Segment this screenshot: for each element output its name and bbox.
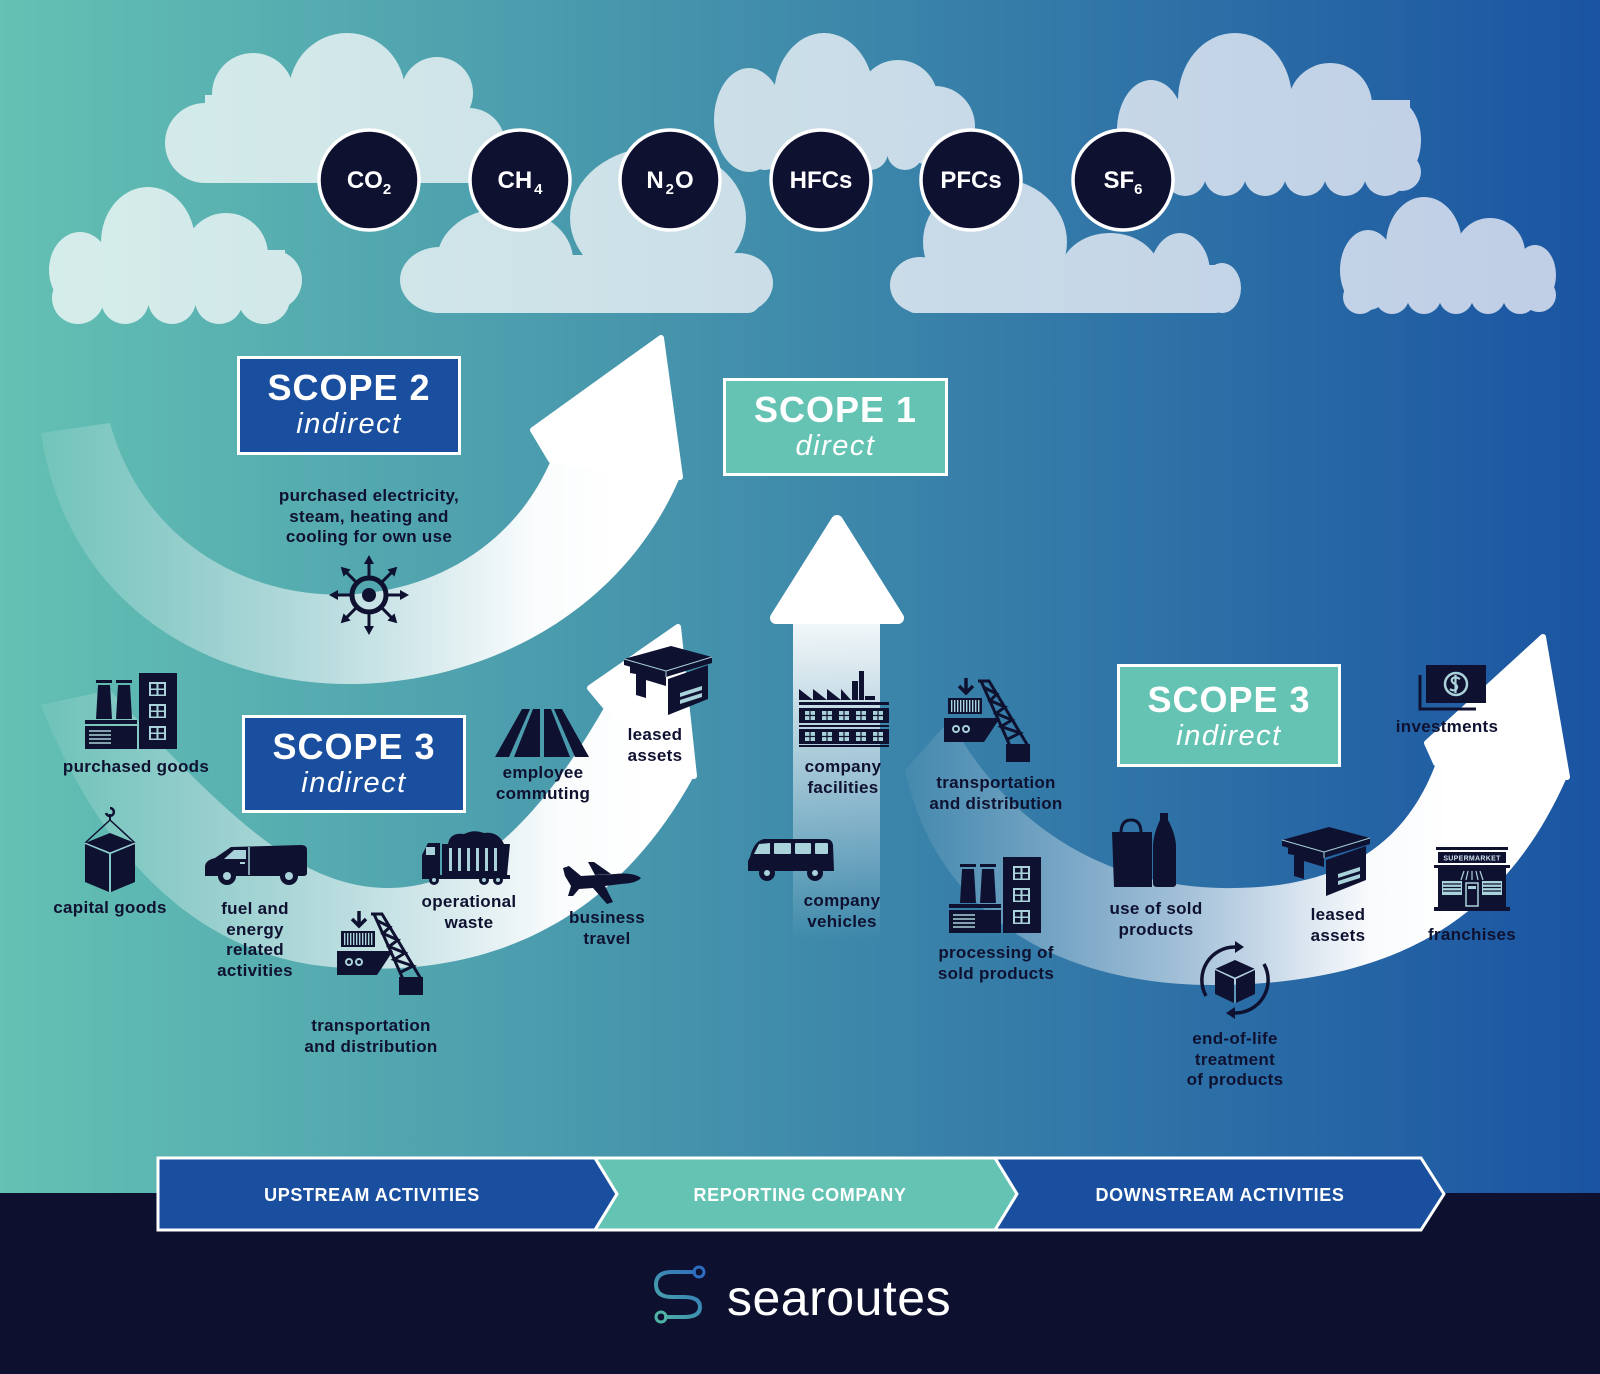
gas-formula: CO2 bbox=[347, 167, 391, 198]
gas-symbol: CO bbox=[347, 167, 383, 194]
label-fuel-energy: fuel and energy related activities bbox=[217, 899, 293, 980]
factory-building-icon bbox=[799, 671, 889, 747]
downstream-segment bbox=[992, 1156, 1446, 1232]
gas-symbol: PFCs bbox=[940, 167, 1001, 194]
searoutes-logo-icon bbox=[653, 1265, 706, 1324]
scope-3-downstream-arrow bbox=[905, 634, 1570, 985]
gas-circle bbox=[769, 128, 873, 232]
gas-subscript: 4 bbox=[534, 181, 543, 198]
banknote-dollar-icon bbox=[1418, 665, 1486, 711]
scope-1-arrow bbox=[770, 515, 904, 942]
label-use-of-sold-products: use of sold products bbox=[1109, 899, 1203, 939]
reporting-label: REPORTING COMPANY bbox=[694, 1185, 907, 1205]
scope-3-upstream-box: SCOPE 3 indirect bbox=[242, 715, 466, 813]
gas-subscript: 6 bbox=[1134, 181, 1142, 198]
gas-formula: PFCs bbox=[940, 167, 1001, 194]
crate-hook-icon bbox=[84, 806, 136, 892]
scope-3-downstream-box: SCOPE 3 indirect bbox=[1117, 664, 1341, 767]
van-icon bbox=[205, 845, 307, 885]
gas-bubble-hfcs: HFCs bbox=[769, 128, 873, 232]
label-upstream-transportation: transportation and distribution bbox=[304, 1016, 438, 1056]
gas-subscript: 2 bbox=[383, 181, 391, 198]
road-icon bbox=[495, 709, 589, 757]
gas-symbol: CH bbox=[497, 167, 532, 194]
gas-subscript: 2 bbox=[666, 181, 674, 198]
minibus-icon bbox=[748, 839, 834, 881]
scope-3-upstream-subtitle: indirect bbox=[301, 767, 407, 799]
label-franchises: franchises bbox=[1427, 925, 1517, 944]
gas-circle bbox=[919, 128, 1023, 232]
value-chain-banner: UPSTREAM ACTIVITIES REPORTING COMPANY DO… bbox=[156, 1156, 1446, 1232]
gas-circle bbox=[317, 128, 421, 232]
cloud bbox=[49, 187, 302, 324]
airplane-icon bbox=[563, 862, 641, 904]
heat-radiating-icon bbox=[329, 555, 409, 635]
brand: searoutes bbox=[653, 1265, 951, 1326]
label-capital-goods: capital goods bbox=[53, 898, 167, 917]
gas-circle bbox=[1071, 128, 1175, 232]
cloud bbox=[1340, 197, 1556, 314]
supermarket-sign-text: SUPERMARKET bbox=[1443, 856, 1501, 863]
gas-bubble-co2: CO2 bbox=[317, 128, 421, 232]
scope-1-box: SCOPE 1 direct bbox=[723, 378, 948, 476]
scope-2-box: SCOPE 2 indirect bbox=[237, 356, 461, 455]
scope-1-title: SCOPE 1 bbox=[753, 389, 918, 430]
label-company-vehicles: company vehicles bbox=[803, 891, 881, 931]
label-downstream-leased-assets: leased assets bbox=[1310, 905, 1366, 945]
supermarket-icon: SUPERMARKET bbox=[1434, 847, 1510, 911]
gas-symbol: SF bbox=[1103, 167, 1134, 194]
gas-formula: SF6 bbox=[1103, 167, 1142, 198]
scope-2-title: SCOPE 2 bbox=[267, 367, 431, 408]
label-downstream-transportation: transportation and distribution bbox=[929, 773, 1063, 813]
label-end-of-life: end-of-life treatment of products bbox=[1186, 1029, 1284, 1089]
bag-bottle-icon bbox=[1112, 813, 1176, 887]
scope-1-subtitle: direct bbox=[795, 430, 876, 462]
gas-symbol: N bbox=[646, 167, 663, 194]
label-operational-waste: operational waste bbox=[421, 892, 517, 932]
label-processing-sold-products: processing of sold products bbox=[937, 943, 1055, 983]
label-company-facilities: company facilities bbox=[804, 757, 882, 797]
label-investments: investments bbox=[1395, 717, 1499, 736]
recycle-cube-icon bbox=[1200, 941, 1270, 1019]
gas-symbol-tail: O bbox=[675, 167, 694, 194]
gas-circle bbox=[468, 128, 572, 232]
scope-3-downstream-subtitle: indirect bbox=[1176, 720, 1282, 752]
gas-circle bbox=[618, 128, 722, 232]
scope-2-subtitle: indirect bbox=[296, 408, 402, 440]
scope-2-description: purchased electricity, steam, heating an… bbox=[278, 486, 460, 546]
scope-2-arrow bbox=[41, 335, 683, 685]
gas-bubble-sf6: SF6 bbox=[1071, 128, 1175, 232]
downstream-label: DOWNSTREAM ACTIVITIES bbox=[1096, 1185, 1345, 1205]
upstream-label: UPSTREAM ACTIVITIES bbox=[264, 1185, 480, 1205]
garbage-truck-icon bbox=[422, 831, 510, 885]
gas-formula: HFCs bbox=[790, 167, 853, 194]
gas-symbol: HFCs bbox=[790, 167, 853, 194]
cloud bbox=[1117, 33, 1421, 196]
gas-bubble-pfcs: PFCs bbox=[919, 128, 1023, 232]
label-purchased-goods: purchased goods bbox=[62, 757, 210, 776]
label-upstream-leased-assets: leased assets bbox=[627, 725, 683, 765]
scope-3-downstream-title: SCOPE 3 bbox=[1147, 679, 1311, 720]
brand-name: searoutes bbox=[727, 1270, 951, 1326]
label-employee-commuting: employee commuting bbox=[495, 763, 591, 803]
scope-3-upstream-title: SCOPE 3 bbox=[272, 726, 436, 767]
label-business-travel: business travel bbox=[568, 908, 646, 948]
